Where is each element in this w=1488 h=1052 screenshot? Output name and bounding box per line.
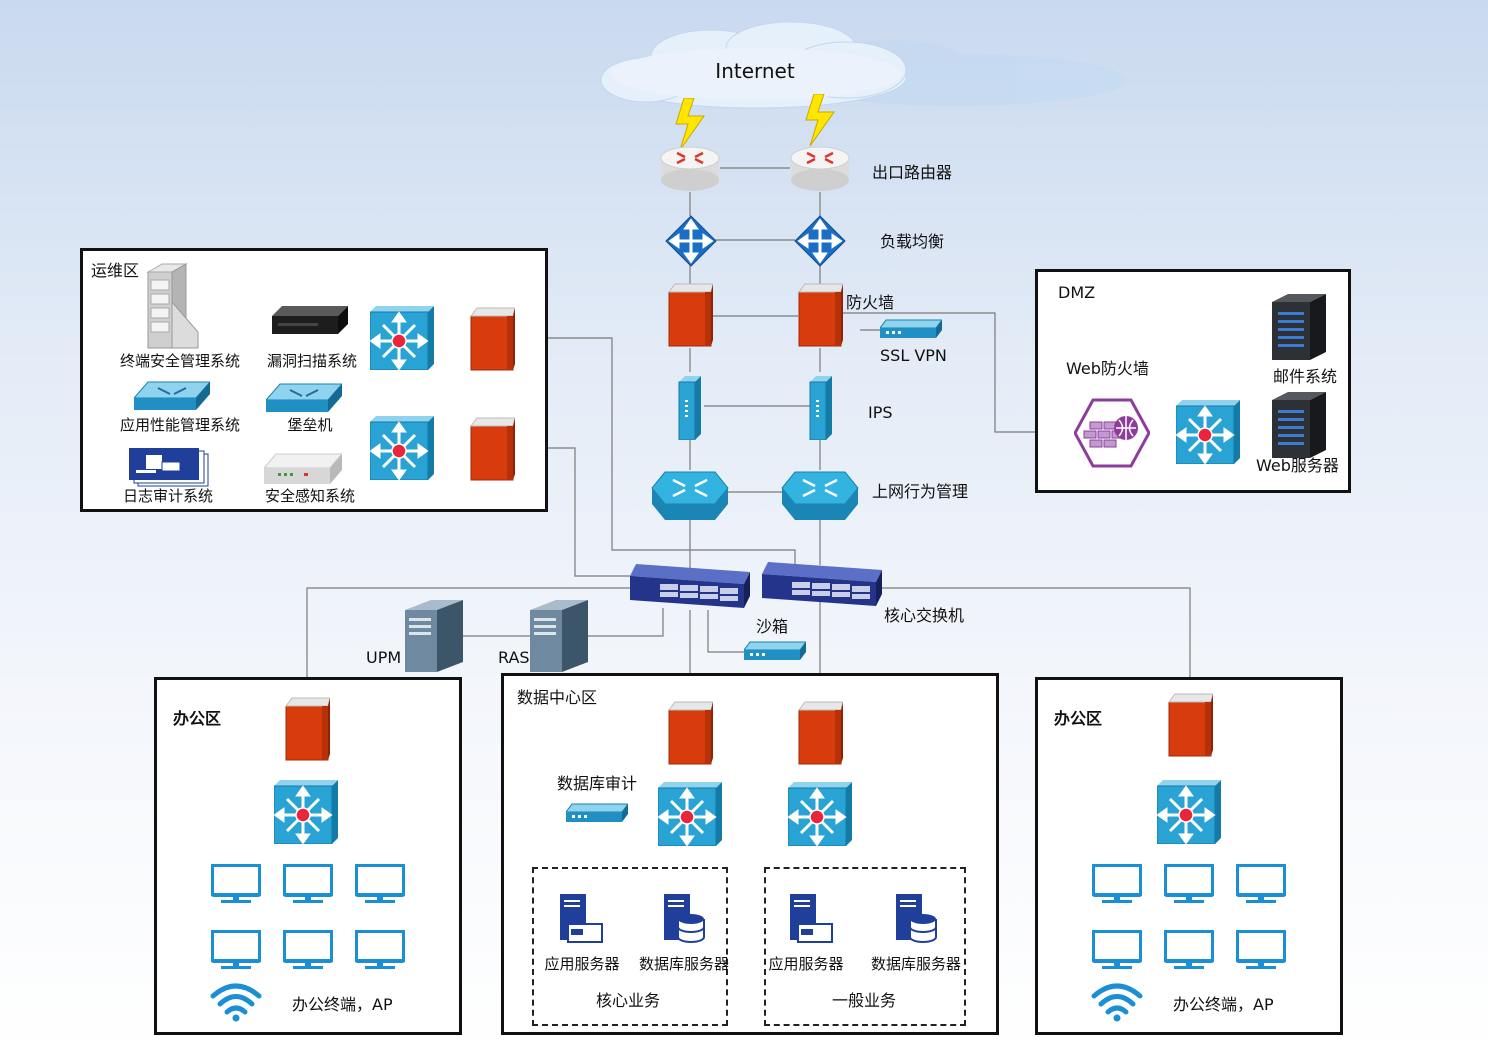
web-firewall-icon[interactable] [1074, 398, 1150, 468]
ops-switch-icon[interactable] [370, 306, 434, 370]
web-firewall-label: Web防火墙 [1066, 359, 1149, 378]
dc-switch-icon[interactable] [658, 782, 722, 846]
load-balancer-icon[interactable] [794, 215, 846, 267]
db-audit-icon[interactable] [566, 802, 628, 824]
lightning-icon [804, 94, 838, 146]
ops-item-label: 安全感知系统 [264, 487, 356, 505]
office-firewall-icon[interactable] [284, 696, 330, 762]
terminal-monitor-icon[interactable] [1236, 864, 1286, 904]
office-terminals-label: 办公终端，AP [1173, 995, 1274, 1014]
sandbox-icon[interactable] [744, 640, 806, 662]
sandbox-label: 沙箱 [756, 617, 789, 636]
dmz-switch-icon[interactable] [1176, 400, 1240, 464]
ops-item-label: 应用性能管理系统 [119, 416, 241, 434]
ops-firewall-icon[interactable] [469, 416, 515, 482]
app-server-label: 应用服务器 [544, 955, 620, 973]
ops-switch-icon[interactable] [370, 416, 434, 480]
datacenter-zone: 数据中心区 [501, 673, 999, 1035]
load-balance-label: 负载均衡 [880, 232, 945, 251]
office-terminals-label: 办公终端，AP [292, 995, 393, 1014]
app-server-icon[interactable] [558, 893, 604, 945]
terminal-monitor-icon[interactable] [1164, 864, 1214, 904]
core-business-group: 核心业务 [532, 867, 728, 1026]
ops-zone-title: 运维区 [91, 261, 140, 280]
office-zone-title: 办公区 [173, 709, 222, 728]
terminal-monitor-icon[interactable] [1164, 930, 1214, 970]
firewall-icon[interactable] [797, 282, 843, 348]
behavior-mgmt-switch-icon[interactable] [781, 470, 859, 522]
general-business-group: 一般业务 [764, 867, 966, 1026]
core-switch-icon[interactable] [762, 562, 882, 608]
upm-label: UPM [366, 648, 402, 667]
lightning-icon [674, 98, 708, 150]
exit-router-icon[interactable] [659, 144, 721, 194]
general-business-title: 一般业务 [831, 991, 897, 1010]
db-server-label: 数据库服务器 [870, 955, 962, 973]
dc-switch-icon[interactable] [788, 782, 852, 846]
ops-item-label: 漏洞扫描系统 [266, 352, 358, 370]
mail-system-label: 邮件系统 [1273, 367, 1338, 386]
vuln-scan-icon[interactable] [272, 304, 348, 338]
office-switch-icon[interactable] [1157, 780, 1221, 844]
load-balancer-icon[interactable] [665, 215, 717, 267]
db-server-icon[interactable] [662, 893, 706, 945]
security-sensing-icon[interactable] [264, 452, 342, 488]
terminal-monitor-icon[interactable] [355, 930, 405, 970]
ops-item-label: 日志审计系统 [122, 487, 214, 505]
upm-server-icon[interactable] [405, 600, 463, 672]
ops-firewall-icon[interactable] [469, 306, 515, 372]
mail-server-icon[interactable] [1272, 294, 1326, 360]
apm-icon[interactable] [134, 380, 210, 412]
firewall-label: 防火墙 [846, 293, 895, 312]
ops-item-label: 终端安全管理系统 [119, 352, 241, 370]
behavior-mgmt-switch-icon[interactable] [651, 470, 729, 522]
db-server-icon[interactable] [894, 893, 938, 945]
terminal-monitor-icon[interactable] [1092, 930, 1142, 970]
office-switch-icon[interactable] [274, 780, 338, 844]
ssl-vpn-label: SSL VPN [880, 346, 947, 365]
internet-cloud-icon [600, 22, 1126, 109]
db-server-label: 数据库服务器 [638, 955, 730, 973]
office-firewall-icon[interactable] [1167, 692, 1213, 758]
wifi-ap-icon[interactable] [209, 982, 263, 1022]
terminal-monitor-icon[interactable] [1092, 864, 1142, 904]
ips-label: IPS [868, 403, 893, 422]
endpoint-security-icon[interactable] [140, 262, 200, 350]
firewall-icon[interactable] [667, 282, 713, 348]
exit-router-label: 出口路由器 [872, 163, 953, 182]
terminal-monitor-icon[interactable] [211, 930, 261, 970]
behavior-mgmt-label: 上网行为管理 [872, 482, 969, 501]
core-switch-label: 核心交换机 [884, 606, 965, 625]
ips-icon[interactable] [677, 374, 703, 440]
dmz-zone-title: DMZ [1058, 283, 1096, 302]
dc-firewall-icon[interactable] [797, 700, 843, 766]
datacenter-zone-title: 数据中心区 [517, 688, 598, 707]
terminal-monitor-icon[interactable] [211, 864, 261, 904]
ips-icon[interactable] [808, 374, 834, 440]
terminal-monitor-icon[interactable] [283, 864, 333, 904]
terminal-monitor-icon[interactable] [283, 930, 333, 970]
terminal-monitor-icon[interactable] [1236, 930, 1286, 970]
exit-router-icon[interactable] [789, 144, 851, 194]
ssl-vpn-icon[interactable] [880, 318, 942, 340]
db-audit-label: 数据库审计 [557, 774, 638, 793]
wifi-ap-icon[interactable] [1090, 982, 1144, 1022]
log-audit-icon[interactable] [128, 448, 210, 488]
ras-server-icon[interactable] [530, 600, 588, 672]
web-server-label: Web服务器 [1256, 456, 1339, 475]
ops-item-label: 堡垒机 [287, 416, 333, 434]
app-server-label: 应用服务器 [768, 955, 844, 973]
web-server-icon[interactable] [1272, 392, 1326, 458]
core-switch-icon[interactable] [630, 564, 750, 610]
bastion-host-icon[interactable] [266, 382, 342, 414]
terminal-monitor-icon[interactable] [355, 864, 405, 904]
dc-firewall-icon[interactable] [667, 700, 713, 766]
app-server-icon[interactable] [788, 893, 834, 945]
ras-label: RAS [498, 648, 530, 667]
core-business-title: 核心业务 [595, 991, 661, 1010]
internet-label: Internet [715, 59, 795, 83]
office-zone-title: 办公区 [1054, 709, 1103, 728]
